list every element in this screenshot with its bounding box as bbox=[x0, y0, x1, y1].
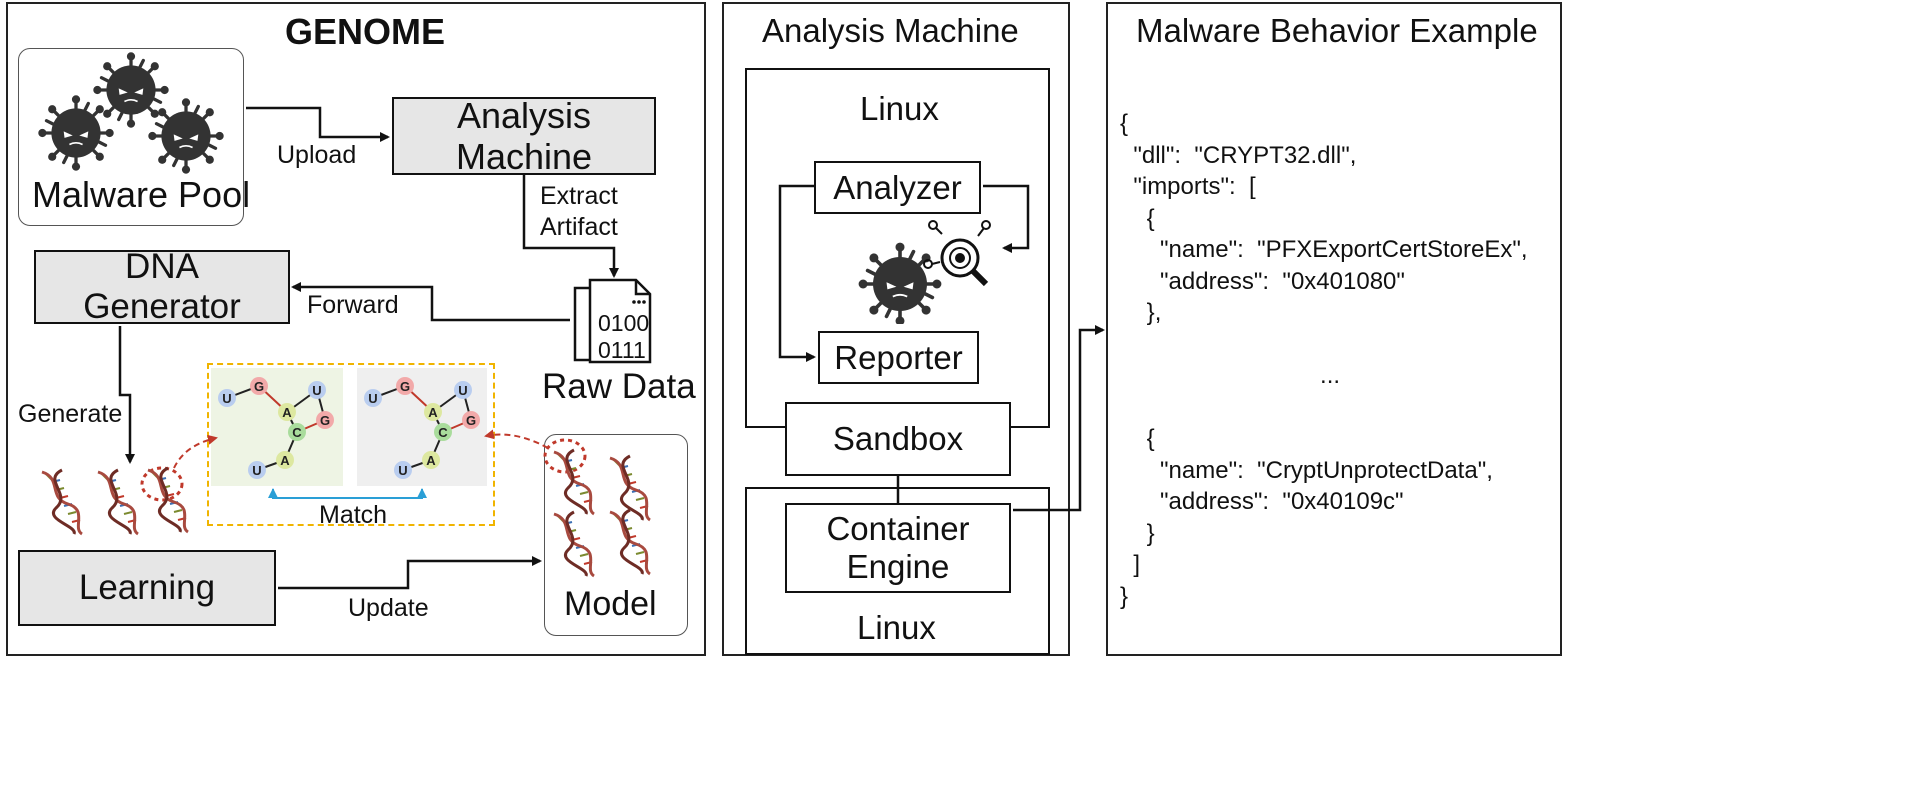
code-line: } bbox=[1120, 582, 1129, 610]
rna-node-letter: G bbox=[254, 379, 264, 394]
model-label: Model bbox=[564, 585, 657, 623]
rna-node: A bbox=[422, 451, 440, 469]
artifact-label: Artifact bbox=[540, 213, 618, 241]
code-line: { bbox=[1120, 110, 1129, 137]
rna-node-letter: A bbox=[282, 405, 292, 420]
raw-data-icon bbox=[573, 278, 652, 364]
code-line: }, bbox=[1120, 299, 1162, 326]
rna-node: G bbox=[462, 411, 480, 429]
match-label: Match bbox=[319, 501, 388, 529]
rna-node: C bbox=[434, 423, 452, 441]
learning-label: Learning bbox=[78, 568, 216, 607]
rna-node: A bbox=[424, 403, 442, 421]
rna-node-letter: U bbox=[368, 391, 377, 406]
rna-node: U bbox=[218, 389, 236, 407]
rna-node-letter: U bbox=[222, 391, 231, 406]
raw-bits-2: 0111 bbox=[598, 337, 646, 363]
linux-bottom-label: Linux bbox=[857, 609, 936, 646]
rna-node-letter: G bbox=[400, 379, 410, 394]
rna-node: A bbox=[276, 451, 294, 469]
code-line: } bbox=[1120, 519, 1155, 547]
rna-node-letter: U bbox=[312, 383, 321, 398]
rna-node: A bbox=[278, 403, 296, 421]
rna-node-letter: U bbox=[458, 383, 467, 398]
code-line: "dll": "CRYPT32.dll", bbox=[1120, 141, 1357, 169]
forward-label: Forward bbox=[307, 291, 399, 319]
code-line: "address": "0x40109c" bbox=[1120, 488, 1404, 515]
rna-node-letter: G bbox=[320, 413, 330, 428]
rna-node: G bbox=[250, 377, 268, 395]
code-line: "name": "CryptUnprotectData", bbox=[1120, 456, 1493, 484]
analyzer-box: Analyzer bbox=[814, 161, 981, 214]
rna-node-letter: C bbox=[292, 425, 302, 440]
code-line: "imports": [ bbox=[1120, 173, 1256, 200]
code-line: { bbox=[1120, 204, 1155, 232]
code-line: { bbox=[1120, 425, 1155, 452]
dna-strands-left bbox=[40, 466, 190, 536]
generate-label: Generate bbox=[18, 400, 123, 428]
analyzer-label: Analyzer bbox=[833, 168, 962, 206]
rna-node-letter: C bbox=[438, 425, 448, 440]
code-line: "address": "0x401080" bbox=[1120, 267, 1405, 295]
container-engine-line2: Engine bbox=[846, 548, 950, 585]
raw-data-label: Raw Data bbox=[542, 367, 696, 406]
rna-node-letter: A bbox=[428, 405, 438, 420]
upload-label: Upload bbox=[277, 141, 357, 169]
rna-node-letter: A bbox=[426, 453, 436, 468]
sandbox-box: Sandbox bbox=[785, 402, 1011, 476]
analysis-machine-line2: Machine bbox=[455, 136, 593, 177]
dna-generator-box: DNA Generator bbox=[34, 246, 290, 326]
behavior-panel bbox=[1106, 2, 1562, 656]
code-line: ] bbox=[1120, 551, 1141, 578]
code-line: "name": "PFXExportCertStoreEx", bbox=[1120, 236, 1528, 263]
analyzer-scan-icon bbox=[858, 220, 991, 324]
rna-node: G bbox=[316, 411, 334, 429]
analysis-machine-box: Analysis Machine bbox=[392, 94, 656, 177]
dna-generator-line2: Generator bbox=[83, 287, 241, 326]
container-engine-box: Container Engine bbox=[785, 503, 1011, 593]
code-line: ... bbox=[1120, 362, 1341, 389]
analysis-machine-line1: Analysis bbox=[456, 94, 592, 136]
rna-node: C bbox=[288, 423, 306, 441]
rna-node: U bbox=[364, 389, 382, 407]
rna-node-letter: U bbox=[252, 463, 261, 478]
genome-title: GENOME bbox=[285, 11, 446, 52]
rna-node: G bbox=[396, 377, 414, 395]
sandbox-label: Sandbox bbox=[832, 420, 964, 457]
rna-node-letter: G bbox=[466, 413, 476, 428]
reporter-box: Reporter bbox=[818, 331, 979, 384]
raw-bits-1: 0100 bbox=[598, 310, 650, 336]
container-engine-line1: Container bbox=[826, 510, 970, 548]
learning-box: Learning bbox=[18, 550, 276, 626]
rna-node-letter: U bbox=[398, 463, 407, 478]
rna-node: U bbox=[308, 381, 326, 399]
update-label: Update bbox=[348, 594, 429, 622]
analysis-panel-title: Analysis Machine bbox=[762, 12, 1019, 49]
behavior-panel-title: Malware Behavior Example bbox=[1136, 12, 1538, 49]
reporter-label: Reporter bbox=[834, 338, 963, 376]
dna-generator-line1: DNA bbox=[125, 246, 199, 286]
malware-pool-label: Malware Pool bbox=[32, 174, 251, 215]
linux-top-label: Linux bbox=[860, 90, 939, 127]
rna-node: U bbox=[248, 461, 266, 479]
rna-node: U bbox=[454, 381, 472, 399]
rna-node-letter: A bbox=[280, 453, 290, 468]
extract-label: Extract bbox=[540, 182, 618, 210]
dna-strands-model bbox=[552, 448, 652, 578]
rna-node: U bbox=[394, 461, 412, 479]
